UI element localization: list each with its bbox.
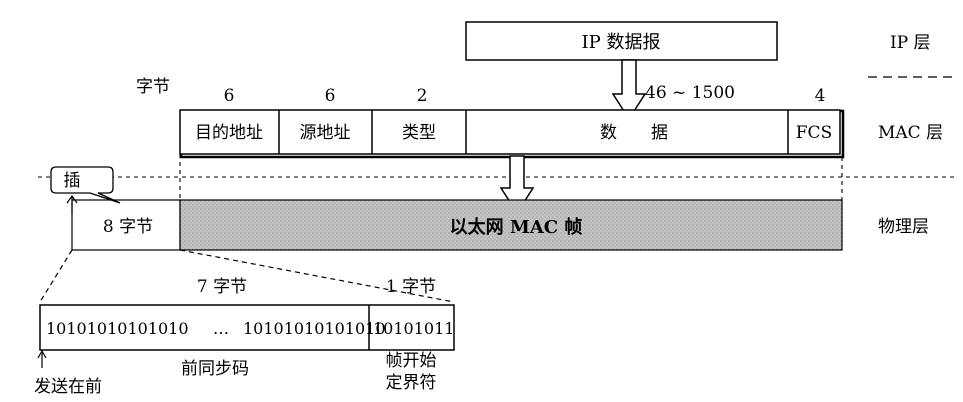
ip-layer-name: IP 层 <box>890 33 931 53</box>
field-bytes-dest: 6 <box>224 86 235 106</box>
field-src-address: 源地址 <box>300 123 351 143</box>
physical-layer: 8 字节 以太网 MAC 帧 物理层 插 <box>50 166 929 251</box>
bits-ellipsis: … <box>213 319 229 338</box>
field-fcs: FCS <box>796 123 832 143</box>
bytes-unit-label: 字节 <box>136 77 170 97</box>
mac-layer-name: MAC 层 <box>878 123 943 143</box>
sfd-label-line2: 定界符 <box>386 373 437 393</box>
field-data: 数 据 <box>600 123 668 143</box>
physical-layer-name: 物理层 <box>878 217 929 237</box>
expand-right-guide <box>179 249 455 303</box>
mac-frame-outline <box>179 109 841 155</box>
sfd-label-line1: 帧开始 <box>386 351 437 371</box>
send-first-label: 发送在前 <box>34 377 102 397</box>
expand-left-guide <box>39 249 73 303</box>
preamble-bits-box <box>39 304 455 351</box>
ip-datagram-box <box>465 21 778 61</box>
seven-bytes-label: 7 字节 <box>197 277 247 297</box>
insert-arrowhead <box>66 194 78 204</box>
preamble-box <box>71 199 181 251</box>
ip-datagram-label: IP 数据报 <box>582 32 661 53</box>
field-bytes-src: 6 <box>325 86 336 106</box>
insert-label: 插 <box>64 171 81 191</box>
field-type: 类型 <box>402 123 436 143</box>
ip-layer: IP 数据报 IP 层 <box>465 21 952 121</box>
one-byte-label: 1 字节 <box>386 277 436 297</box>
field-bytes-type: 2 <box>417 86 428 106</box>
ethernet-frame-label: 以太网 MAC 帧 <box>450 216 583 238</box>
sync-bits-end: 10101010101010 <box>243 319 386 338</box>
preamble-detail: 7 字节 1 字节 10101010101010 … 1010101010101… <box>34 277 455 397</box>
field-bytes-fcs: 4 <box>815 86 826 106</box>
send-first-arrowhead <box>37 349 47 359</box>
encapsulate-arrow-icon <box>611 59 647 121</box>
preamble-bytes-label: 8 字节 <box>103 217 153 237</box>
field-bytes-data: 46 ~ 1500 <box>645 83 735 103</box>
sync-bits-start: 10101010101010 <box>46 319 189 338</box>
dashed-guides <box>38 154 955 303</box>
sfd-bits: 10101011 <box>373 319 454 338</box>
frame-shadow-edge <box>179 109 845 159</box>
field-dest-address: 目的地址 <box>195 123 263 143</box>
mac-layer: 字节 6 6 2 46 ~ 1500 4 目的地址 源地址 类型 数 据 FCS… <box>136 77 943 159</box>
ethernet-frame-box <box>179 199 843 251</box>
insert-callout <box>50 166 121 204</box>
sync-code-label: 前同步码 <box>181 359 249 379</box>
